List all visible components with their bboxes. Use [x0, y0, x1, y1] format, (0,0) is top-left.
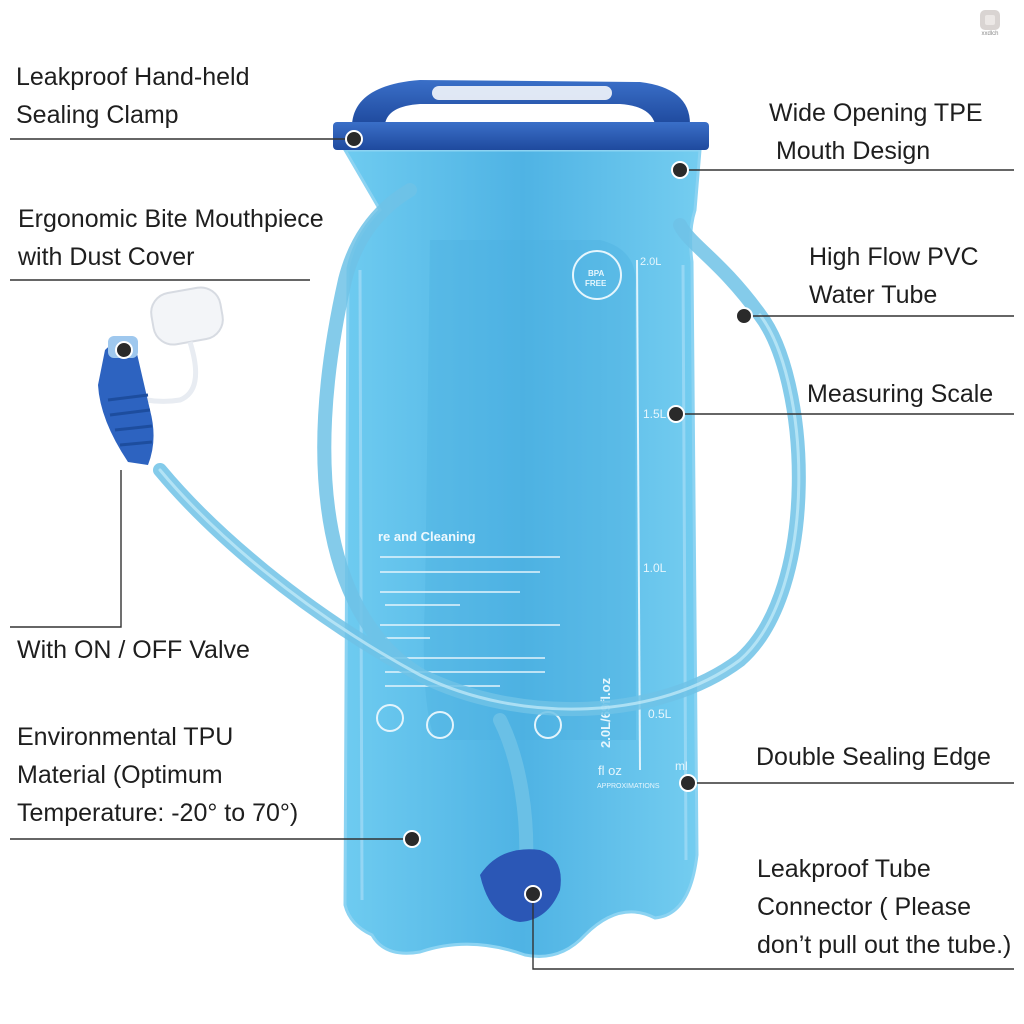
label-tube: High Flow PVC Water Tube: [809, 243, 979, 309]
mouthpiece-valve: [98, 341, 154, 465]
water-tube-highlight: [158, 313, 801, 711]
dot-marker-icon: [403, 830, 421, 848]
scale-line: [636, 259, 641, 771]
label-clamp: Leakproof Hand-held Sealing Clamp: [16, 63, 250, 129]
dot-marker-icon: [115, 341, 133, 359]
floz-text: fl oz: [598, 763, 622, 778]
tube-connector: [480, 849, 561, 922]
dot-marker-icon: [735, 307, 753, 325]
watermark-text: xxdlch: [981, 31, 999, 37]
mouthpiece-ribs: [107, 393, 153, 447]
callout-dots: [115, 130, 753, 903]
scale-label-ml: ml: [675, 759, 688, 773]
leaf-icon: [376, 704, 404, 732]
globe-icon: [426, 711, 454, 739]
watermark-logo-icon: [980, 10, 1000, 30]
bag-inner-panel: [423, 240, 636, 740]
leader-lines: [10, 138, 1014, 970]
dot-marker-icon: [667, 405, 685, 423]
scale-label-2l: 2.0L: [640, 256, 661, 268]
scale-label-05l: 0.5L: [648, 707, 672, 721]
label-scale: Measuring Scale: [807, 380, 994, 408]
svg-text:BPA: BPA: [588, 269, 605, 278]
label-tpu: Environmental TPU Material (Optimum Temp…: [17, 723, 299, 827]
label-connector: Leakproof Tube Connector ( Please don’t …: [757, 855, 1012, 959]
care-title: re and Cleaning: [378, 529, 476, 544]
clamp-bar: [333, 122, 709, 150]
watermark-badge: xxdlch: [979, 10, 1001, 40]
dot-marker-icon: [679, 774, 697, 792]
clamp-handle-slot: [432, 86, 612, 100]
dot-marker-icon: [671, 161, 689, 179]
scale-label-15l: 1.5L: [643, 407, 667, 421]
bag-seal-edge: [358, 264, 688, 901]
svg-text:FREE: FREE: [585, 279, 607, 288]
leader-valve: [10, 470, 122, 628]
bladder-bag: [342, 148, 702, 958]
label-valve: With ON / OFF Valve: [17, 636, 250, 664]
label-mouthpiece: Ergonomic Bite Mouthpiece with Dust Cove…: [18, 205, 324, 271]
dot-marker-icon: [345, 130, 363, 148]
leader-connector: [532, 894, 1014, 970]
approximations-text: APPROXIMATIONS: [597, 783, 660, 790]
label-opening: Wide Opening TPE Mouth Design: [769, 99, 983, 165]
scale-label-1l: 1.0L: [643, 561, 667, 575]
dust-cover: [150, 286, 224, 346]
dot-marker-icon: [524, 885, 542, 903]
label-edge: Double Sealing Edge: [756, 743, 991, 771]
bpa-free-badge-icon: BPA FREE: [572, 250, 622, 300]
